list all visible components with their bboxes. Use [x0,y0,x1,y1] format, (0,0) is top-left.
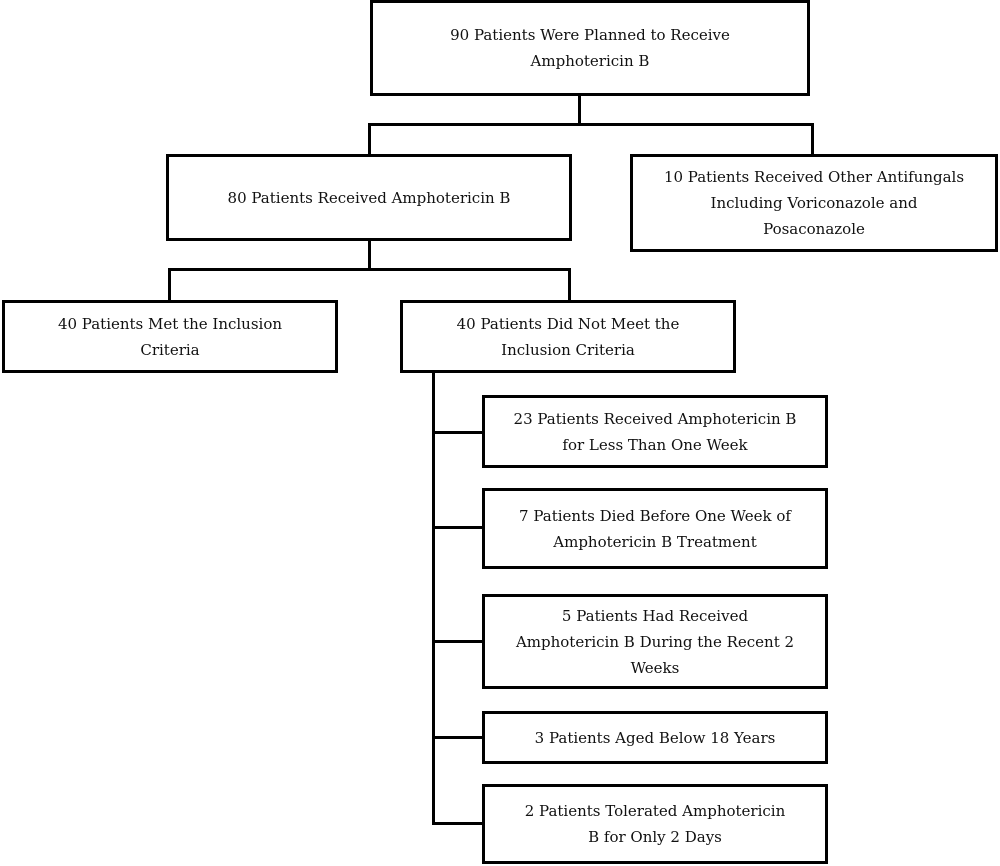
connector-to-received [368,123,371,156]
connector-exclusion-2 [432,526,484,529]
met-inclusion-box-text: 40 Patients Met the Inclusion Criteria [57,314,283,359]
received-box-text: 80 Patients Received Amphotericin B [227,188,511,207]
exclusion-box-5-text: 2 Patients Tolerated Amphotericin B for … [524,802,786,846]
connector-to-not-met-inclusion [568,268,571,302]
connector-received-down [368,240,371,270]
connector-level1-horizontal [368,123,813,126]
connector-exclusion-1 [432,431,484,434]
exclusion-box-1: 23 Patients Received Amphotericin B for … [482,395,828,468]
other-antifungals-box: 10 Patients Received Other Antifungals I… [630,154,998,252]
connector-root-down [578,95,581,125]
connector-to-other-antifungals [811,123,814,156]
root-box-text: 90 Patients Were Planned to Receive Amph… [450,26,730,70]
exclusion-box-1-text: 23 Patients Received Amphotericin B for … [513,409,797,454]
not-met-inclusion-box: 40 Patients Did Not Meet the Inclusion C… [400,300,736,373]
exclusion-box-4: 3 Patients Aged Below 18 Years [482,711,828,764]
received-box: 80 Patients Received Amphotericin B [166,154,572,241]
connector-exclusion-5 [432,822,484,825]
connector-exclusion-4 [432,736,484,739]
connector-exclusion-3 [432,640,484,643]
connector-level2-horizontal [168,268,571,271]
exclusion-box-5: 2 Patients Tolerated Amphotericin B for … [482,784,828,864]
root-box: 90 Patients Were Planned to Receive Amph… [370,0,810,96]
exclusion-box-3: 5 Patients Had Received Amphotericin B D… [482,594,828,689]
connector-exclusions-vertical [432,373,435,824]
exclusion-box-3-text: 5 Patients Had Received Amphotericin B D… [515,606,795,677]
exclusion-box-4-text: 3 Patients Aged Below 18 Years [534,728,776,747]
connector-to-met-inclusion [168,268,171,302]
exclusion-box-2: 7 Patients Died Before One Week of Ampho… [482,488,828,569]
met-inclusion-box: 40 Patients Met the Inclusion Criteria [2,300,338,373]
not-met-inclusion-box-text: 40 Patients Did Not Meet the Inclusion C… [456,314,680,359]
other-antifungals-box-text: 10 Patients Received Other Antifungals I… [663,168,965,238]
exclusion-box-2-text: 7 Patients Died Before One Week of Ampho… [519,506,791,551]
